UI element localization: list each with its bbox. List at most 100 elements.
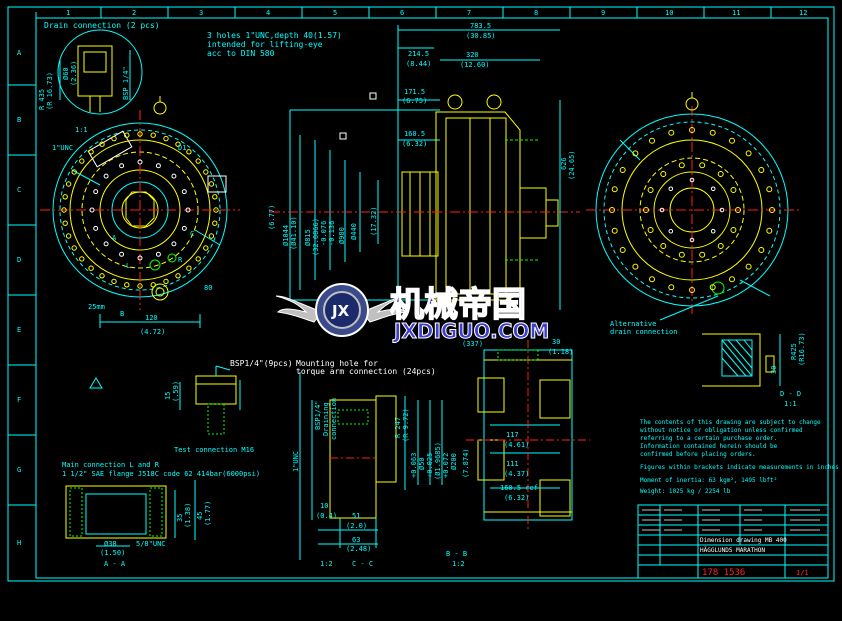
dim-r435-in: (R 16.73) bbox=[46, 72, 54, 110]
bolt-hole bbox=[659, 207, 665, 213]
bolt-hole bbox=[689, 127, 695, 133]
test-connection-detail bbox=[179, 365, 241, 435]
col-label: 4 bbox=[266, 9, 270, 17]
frame-ticks bbox=[8, 7, 772, 506]
scale-1-2-bb: 1:2 bbox=[452, 560, 465, 568]
dim-bsp: BSP 1/4" bbox=[122, 66, 130, 100]
dim-4-61: (4.61) bbox=[504, 441, 529, 449]
scale-1-1-label: 1:1 bbox=[75, 126, 88, 134]
dim-r435: R 435 bbox=[38, 89, 46, 110]
watermark-cn-title: 机械帝国 bbox=[390, 285, 526, 325]
mounting-hole-labels: Mounting hole for torque arm connection … bbox=[292, 359, 470, 568]
left-front-bolt-holes bbox=[61, 131, 219, 289]
bolt-hole bbox=[71, 245, 77, 251]
bolt-hole bbox=[62, 220, 68, 226]
bolt-hole bbox=[88, 265, 94, 271]
warning-triangle-icon bbox=[89, 377, 103, 389]
bolt-hole bbox=[611, 227, 618, 234]
dim-171-5: 171.5 bbox=[404, 88, 425, 96]
dim-24-65: (24.65) bbox=[568, 150, 576, 180]
bolt-hole bbox=[619, 247, 626, 253]
dim-783-5: 783.5 bbox=[470, 22, 491, 30]
scale-1-2-cc: 1:2 bbox=[320, 560, 333, 568]
bolt-hole bbox=[689, 287, 695, 293]
bolt-hole bbox=[203, 169, 209, 175]
product-sub: HÄGGLUNDS MARATHON bbox=[700, 547, 765, 554]
bsp-pcs-label: BSP1/4"(9pcs) bbox=[230, 359, 293, 368]
bolt-hole bbox=[729, 276, 735, 283]
bsp14-label: BSP1/4" bbox=[314, 400, 322, 430]
bolt-hole bbox=[79, 256, 85, 262]
bolt-hole bbox=[65, 181, 72, 187]
bolt-hole bbox=[699, 251, 706, 258]
dim-63: 63 bbox=[352, 536, 360, 544]
bolt-hole bbox=[71, 169, 77, 175]
dim-r425: R425 bbox=[790, 343, 798, 360]
dim-30: 30 bbox=[552, 338, 560, 346]
drawing-number: 178 1536 bbox=[702, 568, 745, 578]
bolt-hole bbox=[647, 227, 654, 233]
dim-o980: Ø980 bbox=[338, 227, 346, 244]
col-label: 9 bbox=[601, 9, 605, 17]
note-weight: Weight: 1025 kg / 2254 lb bbox=[640, 488, 731, 495]
section-cc: C - C bbox=[352, 560, 373, 568]
bolt-hole bbox=[93, 189, 99, 195]
draining-label: Draining bbox=[322, 402, 330, 436]
gear-emblem-inner bbox=[323, 291, 361, 329]
dim-o60: Ø60 bbox=[62, 67, 70, 80]
bolt-hole bbox=[660, 243, 667, 249]
dim-6-75: (6.75) bbox=[402, 97, 427, 105]
bolt-hole bbox=[186, 265, 192, 271]
bolt-hole bbox=[99, 273, 105, 279]
col-label: 6 bbox=[400, 9, 404, 17]
watermark-domain: JXDIGUO.COM bbox=[392, 319, 549, 343]
row-label: G bbox=[17, 466, 21, 474]
title-block bbox=[637, 504, 829, 579]
center-side-view bbox=[270, 25, 580, 310]
bolt-hole bbox=[632, 263, 639, 270]
dim-10: 10 bbox=[320, 502, 328, 510]
bolt-hole bbox=[88, 149, 94, 155]
dim-o200: Ø200 bbox=[450, 453, 458, 470]
bolt-hole bbox=[643, 207, 649, 213]
dim-15: 15 bbox=[164, 392, 172, 400]
bolt-hole bbox=[93, 225, 99, 231]
col-label: 7 bbox=[467, 9, 471, 17]
drain-title: Drain connection (2 pcs) bbox=[44, 21, 160, 30]
dim-626: 626 bbox=[560, 157, 568, 170]
section-bb: B - B bbox=[446, 550, 467, 558]
bolt-hole bbox=[649, 276, 655, 283]
emblem-text: JX bbox=[331, 302, 350, 320]
main-conn-title-1: Main connection L and R bbox=[62, 461, 160, 469]
bolt-hole bbox=[181, 225, 187, 231]
bolt-hole bbox=[155, 163, 161, 169]
holes-note-line-3: acc to DIN 580 bbox=[207, 49, 275, 58]
dim-12-60: (12.60) bbox=[460, 61, 490, 69]
col-label: 10 bbox=[665, 9, 673, 17]
section-bb-view bbox=[466, 340, 590, 530]
bolt-hole bbox=[668, 129, 675, 136]
note-line: The contents of this drawing are subject… bbox=[640, 419, 821, 426]
col-label: 1 bbox=[66, 9, 70, 17]
unc-label: 1"UNC bbox=[52, 144, 73, 152]
dim-17-32: (17.32) bbox=[370, 206, 378, 236]
col-label: 2 bbox=[132, 9, 136, 17]
bolt-hole bbox=[119, 251, 125, 257]
bolt-hole bbox=[709, 129, 716, 136]
row-labels: A B C D E F G H bbox=[17, 49, 22, 547]
label-25mm: 25mm bbox=[88, 303, 105, 311]
mount-note-1: Mounting hole for bbox=[296, 359, 378, 368]
unc-1-label: 1"UNC bbox=[292, 451, 300, 472]
dim-r247: R 247 bbox=[394, 417, 402, 438]
bolt-hole bbox=[766, 186, 773, 193]
bolt-hole bbox=[660, 171, 667, 177]
bolt-hole bbox=[668, 186, 674, 192]
dim-o50: Ø50 bbox=[418, 457, 426, 470]
dim-4-37: (4.37) bbox=[504, 470, 529, 478]
dim-7-874: (7.874) bbox=[462, 448, 470, 478]
bolt-hole bbox=[213, 207, 219, 213]
bolt-hole bbox=[735, 207, 741, 213]
bolt-hole bbox=[212, 194, 218, 200]
product-line: Dimension drawing MB 400 bbox=[700, 537, 787, 544]
